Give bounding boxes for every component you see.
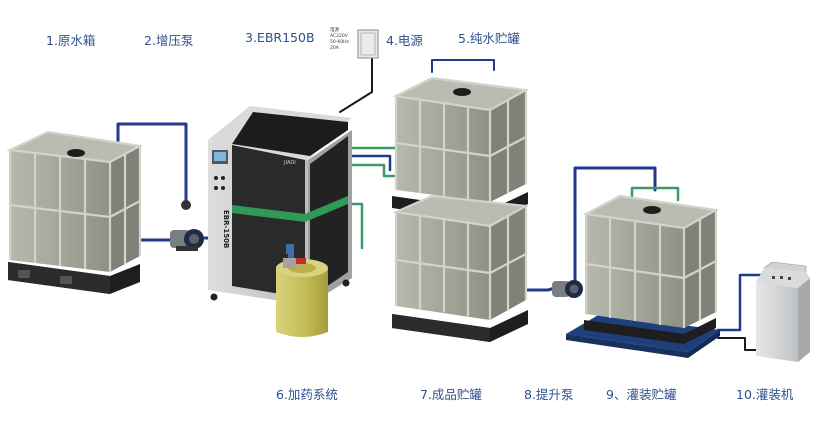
- power-box-line-3: 50-60Hz: [330, 40, 349, 45]
- tank-cap: [643, 206, 661, 214]
- label-filling-tank: 9、灌装贮罐: [606, 387, 677, 402]
- label-machine: 3.EBR150B: [245, 30, 315, 45]
- product-tank: [392, 194, 530, 342]
- pipe-machine-to-pure-2: [350, 154, 392, 172]
- pipe-lift-to-fill: [573, 166, 657, 290]
- lift-pump: [552, 280, 583, 298]
- label-power: 4.电源: [386, 33, 423, 48]
- pallet: [584, 318, 716, 344]
- label-booster-pump: 2.增压泵: [144, 33, 194, 48]
- pipe-pure-top: [431, 59, 495, 73]
- pipe-lift-to-fill-2: [630, 186, 680, 202]
- power-box-line-4: 20A: [330, 46, 339, 51]
- label-dosing: 6.加药系统: [276, 387, 338, 402]
- label-raw-tank: 1.原水箱: [46, 33, 96, 48]
- raw-water-tank: [6, 130, 144, 294]
- power-box-line-1: 电源: [330, 28, 339, 33]
- dosing-tank: [276, 246, 328, 337]
- label-pure-tank: 5.纯水贮罐: [458, 31, 520, 46]
- machine-model-vertical: EBR-150B: [222, 210, 230, 248]
- tank-cap: [453, 88, 471, 96]
- power-cable: [339, 57, 373, 113]
- power-box-line-2: AC220V: [330, 34, 348, 39]
- pipe-product-to-lift: [523, 286, 557, 292]
- filling-machine: [756, 261, 810, 362]
- label-lift-pump: 8.提升泵: [524, 387, 574, 402]
- machine-brand: JIADI: [283, 160, 296, 166]
- pipe-fill-to-machine: [716, 273, 772, 332]
- pipes: [116, 57, 772, 351]
- pipe-fill-to-machine-2: [717, 337, 761, 351]
- pipe-machine-to-pure-3: [350, 163, 397, 178]
- filling-tank: [566, 194, 720, 358]
- label-product-tank: 7.成品贮罐: [420, 387, 482, 402]
- pipe-raw-to-pump: [116, 122, 188, 210]
- power-box: [357, 29, 379, 59]
- pipe-machine-drain: [350, 202, 364, 250]
- label-filling-machine: 10.灌装机: [736, 387, 794, 402]
- tank-cap: [67, 149, 85, 157]
- booster-pump: [170, 200, 204, 251]
